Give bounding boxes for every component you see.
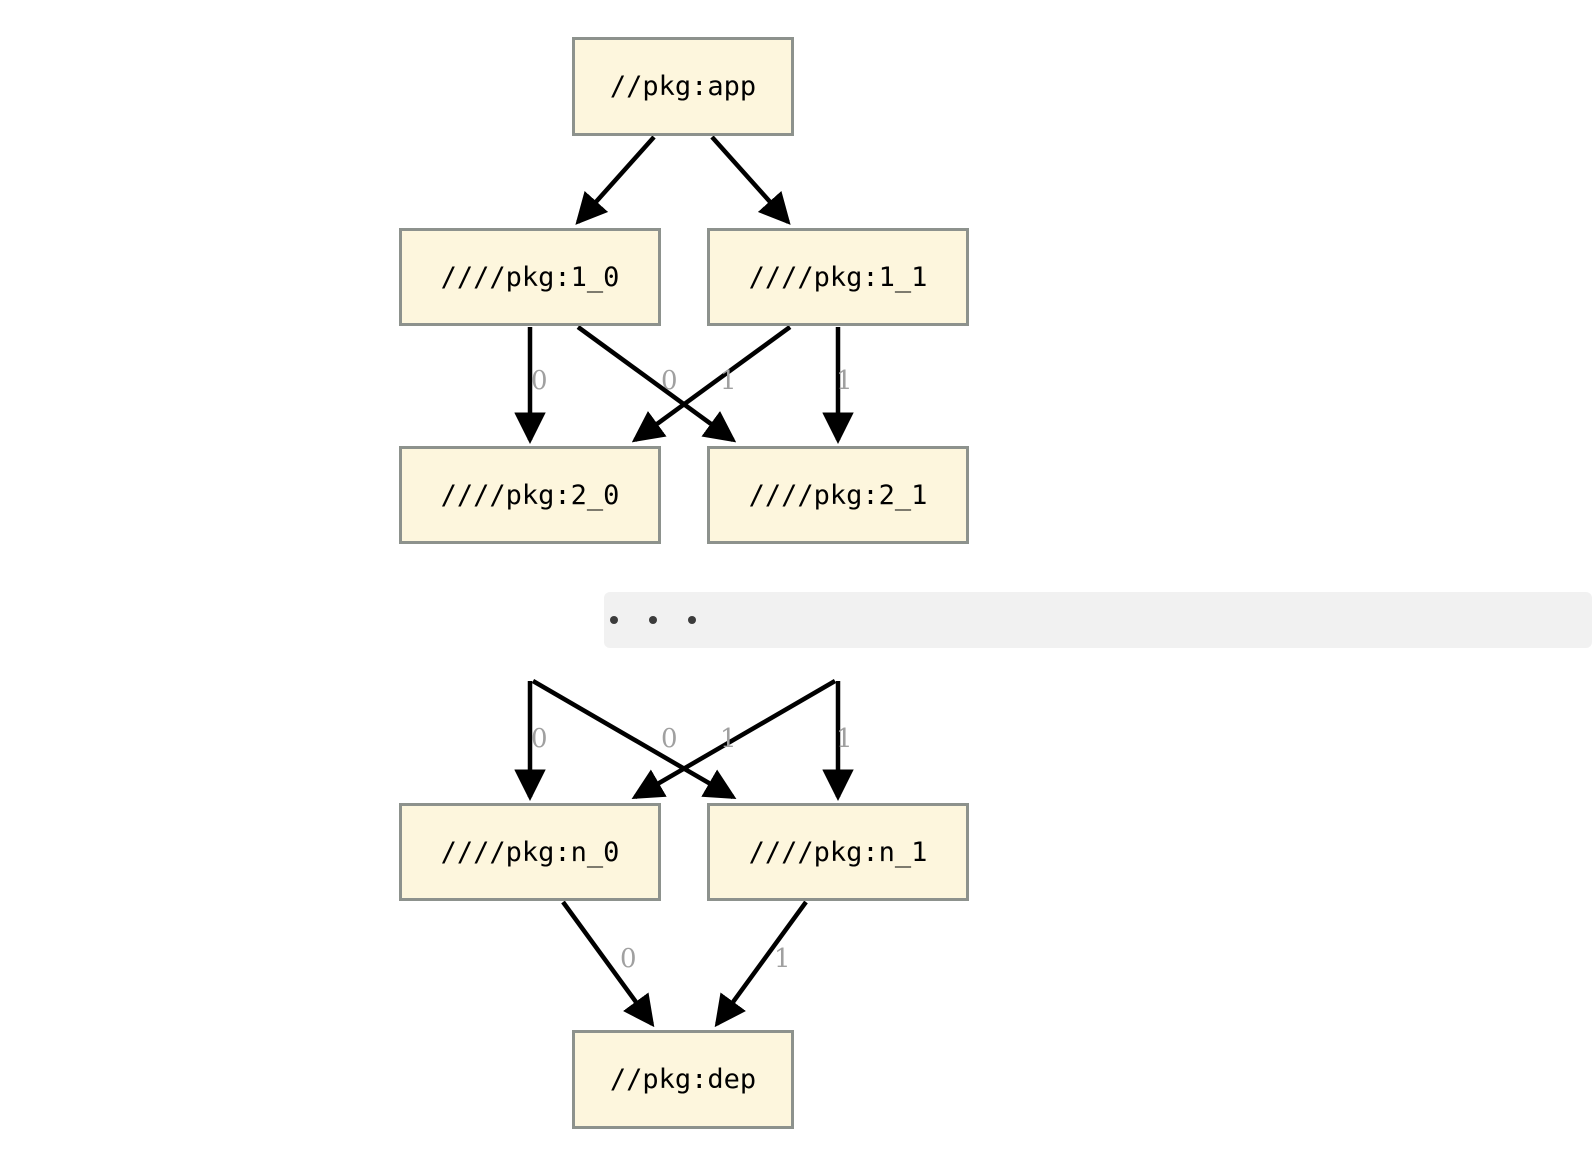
edge-label-1_0-to-2_1: 0 bbox=[661, 366, 678, 396]
node-label: ////pkg:1_0 bbox=[440, 261, 620, 293]
edge-above-to-n_1 bbox=[531, 679, 737, 799]
node-pkg-1_1[interactable]: ////pkg:1_1 bbox=[707, 228, 969, 326]
edge-label-1_0-to-2_0: 0 bbox=[531, 366, 548, 396]
edge-n_0-to-dep bbox=[561, 900, 655, 1028]
edge-n_1-to-dep bbox=[714, 900, 808, 1028]
edge-label-1_1-to-2_0: 1 bbox=[720, 366, 737, 396]
node-pkg-n_1[interactable]: ////pkg:n_1 bbox=[707, 803, 969, 901]
node-pkg-1_0[interactable]: ////pkg:1_0 bbox=[399, 228, 661, 326]
edge-label-above-to-n_1-alt: 1 bbox=[836, 724, 853, 754]
node-label: ////pkg:2_1 bbox=[748, 479, 928, 511]
edge-label-above-to-n_0-alt: 1 bbox=[720, 724, 737, 754]
edge-1_1-to-2_0 bbox=[631, 325, 792, 443]
node-label: //pkg:dep bbox=[609, 1064, 757, 1095]
node-label: //pkg:app bbox=[609, 71, 757, 102]
node-app[interactable]: //pkg:app bbox=[572, 37, 794, 136]
node-pkg-n_0[interactable]: ////pkg:n_0 bbox=[399, 803, 661, 901]
node-dep[interactable]: //pkg:dep bbox=[572, 1030, 794, 1129]
edge-label-above-to-n_1: 0 bbox=[661, 724, 678, 754]
edge-label-n_0-to-dep: 0 bbox=[620, 944, 637, 974]
edge-app-to-1_0 bbox=[575, 135, 656, 225]
node-label: ////pkg:2_0 bbox=[440, 479, 620, 511]
ellipsis-icon bbox=[610, 616, 696, 624]
edge-app-to-1_1 bbox=[710, 135, 791, 225]
ellipsis-dot bbox=[649, 616, 657, 624]
node-label: ////pkg:1_1 bbox=[748, 261, 928, 293]
ellipsis-dot bbox=[688, 616, 696, 624]
ellipsis-dot bbox=[610, 616, 618, 624]
node-label: ////pkg:n_0 bbox=[440, 836, 620, 868]
edge-label-1_1-to-2_1: 1 bbox=[836, 366, 853, 396]
node-label: ////pkg:n_1 bbox=[748, 836, 928, 868]
edge-label-n_1-to-dep: 1 bbox=[774, 944, 791, 974]
node-pkg-2_0[interactable]: ////pkg:2_0 bbox=[399, 446, 661, 544]
edge-above-to-n_0-alt bbox=[631, 679, 837, 799]
edge-label-above-to-n_0: 0 bbox=[531, 724, 548, 754]
node-pkg-2_1[interactable]: ////pkg:2_1 bbox=[707, 446, 969, 544]
edge-1_0-to-2_1 bbox=[576, 325, 737, 443]
truncation-band bbox=[604, 592, 1592, 648]
